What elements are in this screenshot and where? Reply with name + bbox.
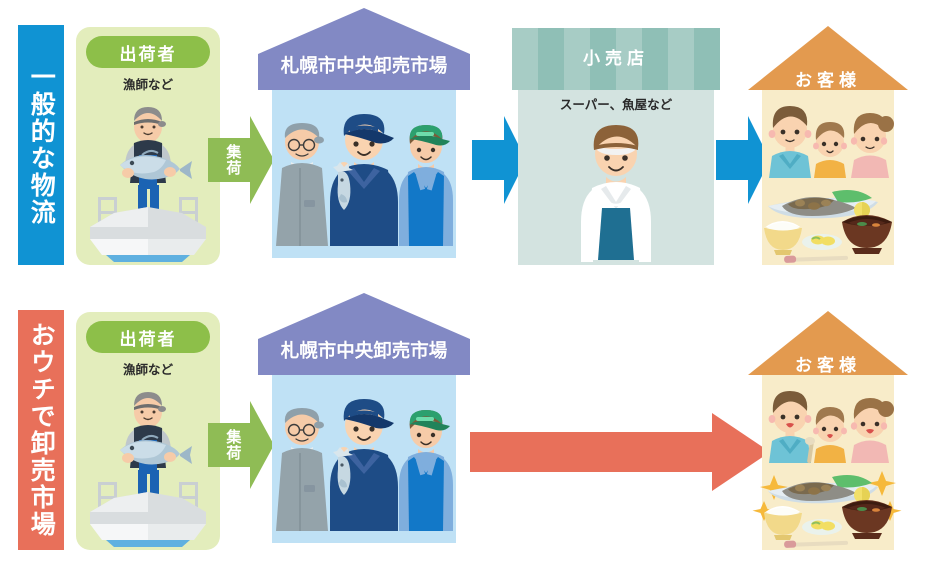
shipper-panel: 出荷者 漁師など — [76, 27, 220, 265]
shipper-subtitle: 漁師など — [122, 363, 173, 377]
collect-arrow-label: 集荷 — [224, 429, 242, 461]
shipper-subtitle: 漁師など — [122, 78, 173, 92]
retail-awning — [512, 28, 720, 90]
shipper-panel: 出荷者 漁師など — [76, 312, 220, 550]
flow-arrow-market-to-retail — [472, 112, 526, 208]
customer-panel: お客様 — [748, 22, 908, 265]
happy-family-with-meal-icon — [748, 383, 908, 551]
three-market-workers-icon — [258, 389, 470, 541]
market-title: 札幌市中央卸売市場 — [280, 340, 448, 361]
customer-title: お客様 — [795, 356, 861, 375]
retail-title: 小売店 — [583, 49, 649, 68]
market-panel: 札幌市中央卸売市場 — [258, 8, 470, 264]
shipper-title: 出荷者 — [86, 321, 210, 353]
three-market-workers-icon — [258, 104, 470, 256]
collect-arrow-label: 集荷 — [224, 144, 242, 176]
flow-row-ouchi-de-oroshiuri-ichiba: おウチで卸売市場 出荷者 漁師など — [0, 285, 940, 570]
retail-panel: 小売店 スーパー、魚屋など — [512, 28, 720, 265]
row-label-general-distribution: 一般的な物流 — [18, 25, 64, 265]
flow-arrow-retail-to-customer — [716, 112, 770, 208]
retail-subtitle: スーパー、魚屋など — [559, 98, 673, 112]
collect-arrow-top: 集荷 — [208, 112, 274, 208]
shipper-title: 出荷者 — [86, 36, 210, 68]
market-title: 札幌市中央卸売市場 — [280, 55, 448, 76]
shopkeeper-with-apron-icon — [536, 116, 696, 264]
flow-arrow-market-to-customer-direct — [470, 413, 770, 491]
row-label-ouchi-de-oroshiuri-ichiba: おウチで卸売市場 — [18, 310, 64, 550]
collect-arrow-bottom: 集荷 — [208, 397, 274, 493]
fisherman-with-fish-on-boat-icon — [84, 93, 212, 263]
flow-row-general-distribution: 一般的な物流 出荷者 漁師など — [18, 8, 908, 265]
customer-title: お客様 — [795, 71, 861, 90]
market-panel: 札幌市中央卸売市場 — [258, 293, 470, 549]
family-with-meal-icon — [748, 98, 908, 266]
customer-panel: お客様 — [748, 307, 908, 550]
fisherman-with-fish-on-boat-icon — [84, 378, 212, 548]
